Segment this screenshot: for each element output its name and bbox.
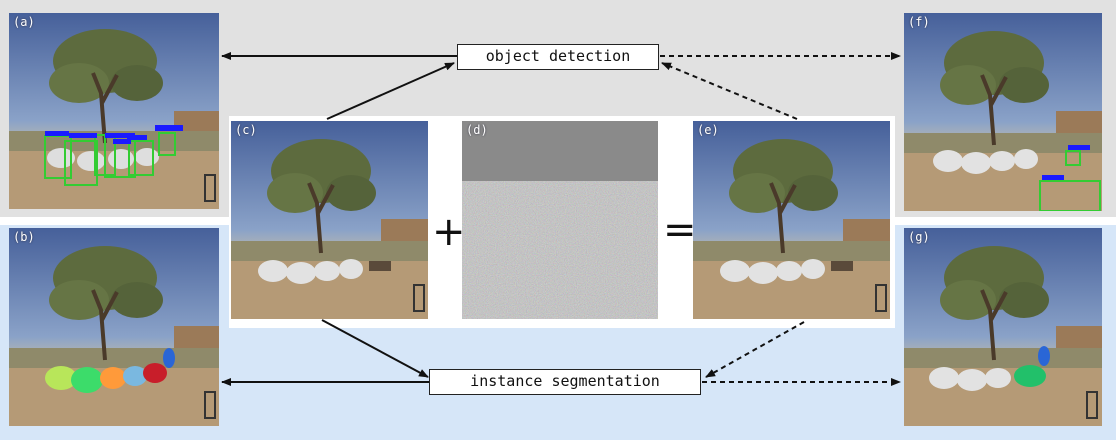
plus-operator: +: [432, 209, 466, 255]
scene-image: [9, 13, 219, 209]
panel-f-attacked-detection: (f): [904, 13, 1102, 211]
panel-e-adversarial-image: (e): [693, 121, 890, 319]
panel-f-label: (f): [908, 15, 930, 29]
panel-g-attacked-segmentation: (g): [904, 228, 1102, 426]
panel-d-label: (d): [466, 123, 488, 137]
panel-c-original-image: (c): [231, 121, 428, 319]
object-detection-box: object detection: [457, 44, 659, 70]
arrow-c-to-detection: [326, 62, 455, 120]
panel-a-label: (a): [13, 15, 35, 29]
arrow-e-to-segmentation: [705, 321, 805, 378]
noise-image: [462, 121, 658, 319]
panel-g-label: (g): [908, 230, 930, 244]
instance-segmentation-box: instance segmentation: [429, 369, 701, 395]
panel-a-detection-result: (a): [9, 13, 219, 209]
scene-image: [9, 228, 219, 426]
panel-d-adversarial-noise: (d): [462, 121, 658, 319]
equals-operator: =: [663, 207, 697, 253]
scene-image: [904, 228, 1102, 426]
scene-image: [231, 121, 428, 319]
panel-b-label: (b): [13, 230, 35, 244]
arrow-c-to-segmentation: [321, 319, 429, 378]
panel-c-label: (c): [235, 123, 257, 137]
scene-image: [693, 121, 890, 319]
scene-image: [904, 13, 1102, 211]
panel-e-label: (e): [697, 123, 719, 137]
arrow-e-to-detection: [661, 62, 798, 120]
panel-b-segmentation-result: (b): [9, 228, 219, 426]
